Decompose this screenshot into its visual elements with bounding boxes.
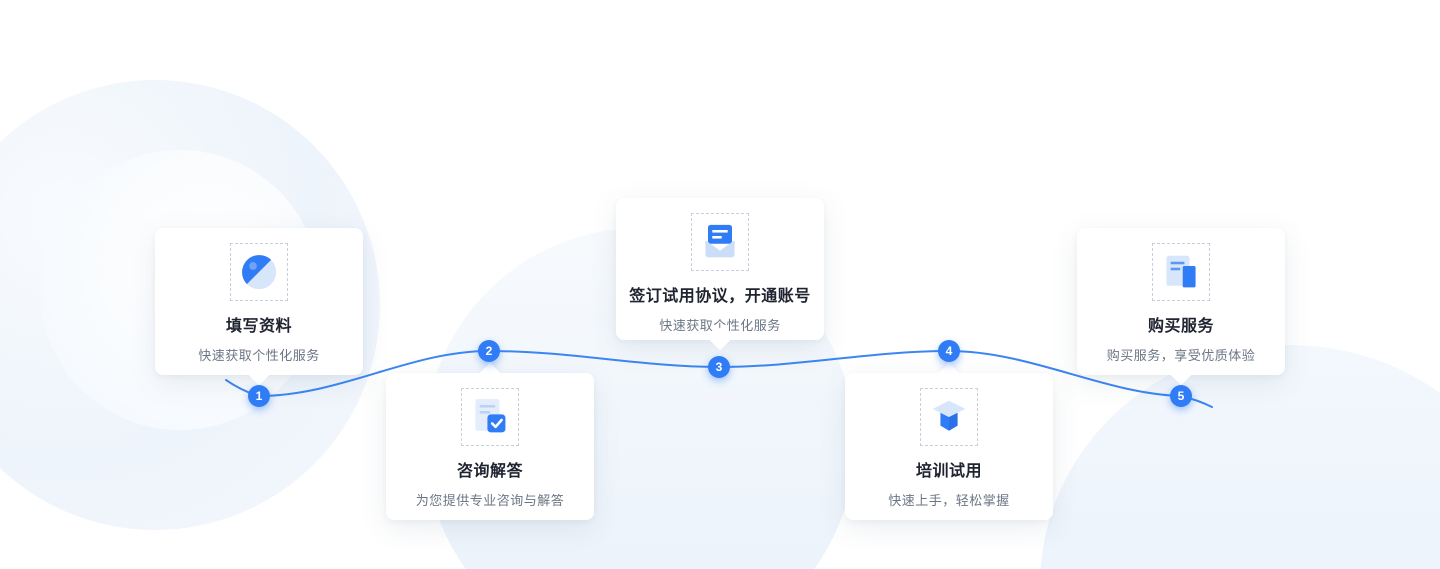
- step-title: 填写资料: [225, 318, 292, 335]
- step-subtitle: 快速上手，轻松掌握: [888, 493, 1010, 508]
- background-circle-right: [1040, 345, 1440, 569]
- envelope-letter-icon: [691, 213, 749, 271]
- step-number-badge-1: 1: [248, 385, 270, 407]
- step-card-2: 咨询解答 为您提供专业咨询与解答: [386, 362, 594, 520]
- step-subtitle: 快速获取个性化服务: [198, 348, 320, 363]
- step-number-badge-2: 2: [478, 340, 500, 362]
- card-notch: [937, 362, 961, 386]
- step-number-badge-5: 5: [1170, 385, 1192, 407]
- step-title: 咨询解答: [456, 463, 523, 480]
- step-subtitle: 为您提供专业咨询与解答: [415, 493, 565, 508]
- step-subtitle: 购买服务，享受优质体验: [1106, 348, 1256, 363]
- training-box-icon: [920, 388, 978, 446]
- step-card-4: 培训试用 快速上手，轻松掌握: [845, 362, 1053, 520]
- step-subtitle: 快速获取个性化服务: [659, 318, 781, 333]
- step-number-badge-4: 4: [938, 340, 960, 362]
- purchase-docs-icon: [1152, 243, 1210, 301]
- step-card-1: 填写资料 快速获取个性化服务: [155, 228, 363, 386]
- step-title: 培训试用: [915, 463, 982, 480]
- step-title: 签订试用协议，开通账号: [629, 288, 811, 305]
- step-number-badge-3: 3: [708, 356, 730, 378]
- step-card-3: 签订试用协议，开通账号 快速获取个性化服务: [616, 198, 824, 351]
- step-card-5: 购买服务 购买服务，享受优质体验: [1077, 228, 1285, 386]
- step-title: 购买服务: [1147, 318, 1214, 335]
- profile-sphere-icon: [230, 243, 288, 301]
- document-check-icon: [461, 388, 519, 446]
